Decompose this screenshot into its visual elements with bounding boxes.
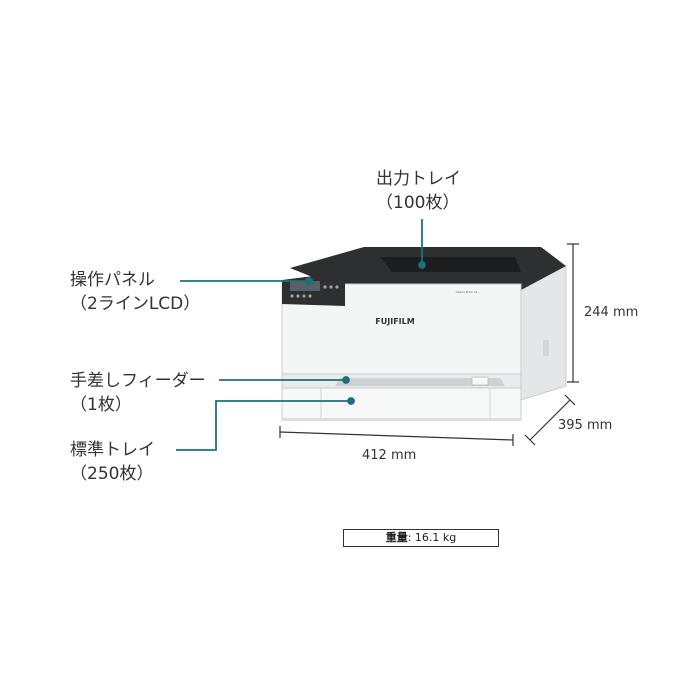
bypass-label [471,376,489,386]
control-panel-label: 操作パネル （2ラインLCD） [70,270,201,314]
width-dimension-line [279,431,514,441]
brand-logo: FUJIFILM [375,317,414,326]
depth-dimension-label: 395 mm [558,418,613,433]
width-dimension-label: 412 mm [362,448,417,463]
height-dimension-label: 244 mm [584,305,639,320]
model-label: Apeos Print C4... [456,290,481,294]
standard-tray-body [281,387,522,421]
bypass-opening [335,378,505,386]
callout-dot-bypass-feeder [342,376,350,384]
output-slot [380,257,521,272]
lcd-screen [290,281,320,291]
standard-tray-label: 標準トレイ （250枚） [70,440,155,484]
bypass-feeder-label: 手差しフィーダー （1枚） [70,371,206,415]
side-vent [543,340,549,356]
callout-dot-standard-tray [347,397,355,405]
weight-box: 重量: 16.1 kg [343,529,499,547]
weight-label: 重量 [385,531,408,544]
weight-separator: : [407,531,415,544]
output-tray-label: 出力トレイ （100枚） [376,169,461,213]
weight-value: 16.1 kg [414,531,457,544]
callout-line-standard-tray [176,400,351,451]
callout-dot-output-tray [418,261,426,269]
depth-dimension-line [529,399,571,441]
callout-dot-control-panel [305,277,313,285]
